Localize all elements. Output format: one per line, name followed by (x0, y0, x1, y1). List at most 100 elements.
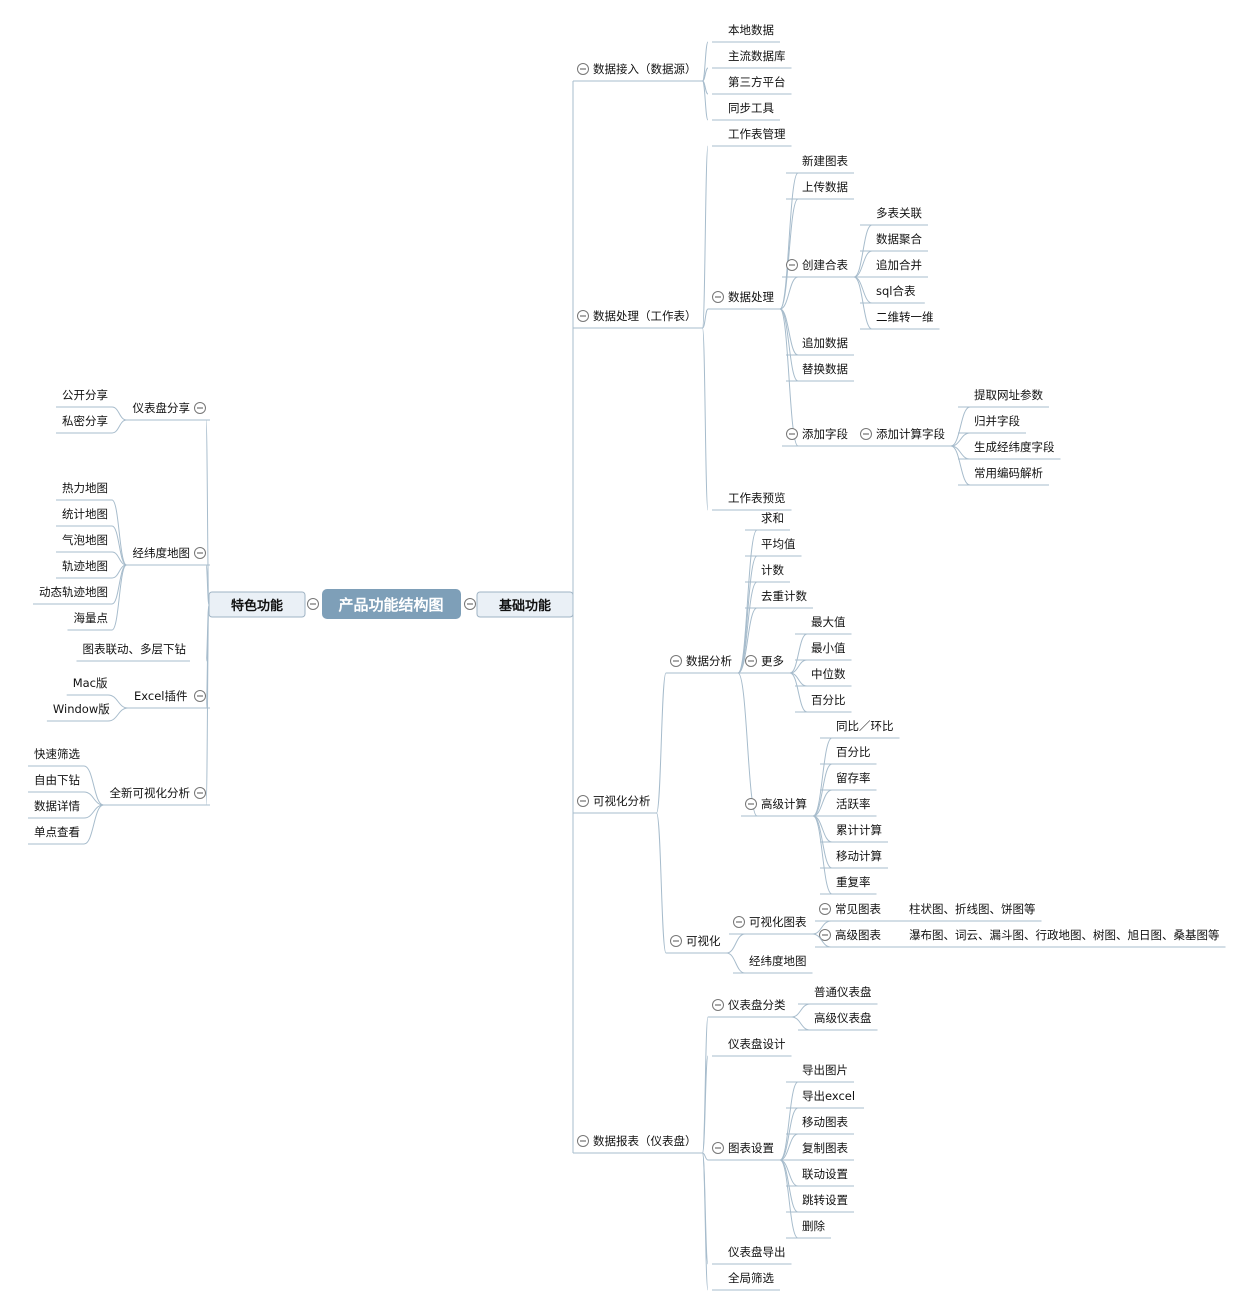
node-label: 同比／环比 (836, 719, 894, 733)
collapse-toggle-icon[interactable] (712, 999, 724, 1011)
node-label: 联动设置 (802, 1167, 848, 1181)
collapse-toggle-icon[interactable] (194, 547, 206, 559)
branch-connector (853, 250, 873, 278)
node-label: 删除 (802, 1219, 825, 1233)
collapse-toggle-icon[interactable] (464, 598, 476, 610)
node-label: 导出图片 (802, 1063, 848, 1077)
collapse-toggle-icon[interactable] (860, 428, 872, 440)
node-label: 普通仪表盘 (814, 985, 872, 999)
node-label: 归并字段 (974, 414, 1020, 428)
node-label: 中位数 (811, 667, 846, 681)
collapse-toggle-icon[interactable] (307, 598, 319, 610)
node-label: 统计地图 (62, 507, 108, 521)
advanced-calc-label: 高级计算 (761, 797, 807, 811)
advanced-chart-label: 高级图表 (835, 928, 881, 942)
collapse-toggle-icon[interactable] (712, 1142, 724, 1154)
collapse-toggle-icon[interactable] (670, 935, 682, 947)
root-title: 产品功能结构图 (338, 596, 443, 614)
node-label: 瀑布图、词云、漏斗图、行政地图、树图、旭日图、桑基图等 (909, 928, 1220, 942)
more-label: 更多 (761, 654, 784, 668)
feature-1-label: 经纬度地图 (133, 546, 191, 560)
branch-connector (950, 406, 971, 447)
common-chart-label: 常见图表 (835, 902, 881, 916)
branch-connector (702, 327, 709, 511)
node-label: 仪表盘导出 (728, 1245, 786, 1259)
node-label: 本地数据 (728, 23, 774, 37)
node-label: 复制图表 (802, 1141, 848, 1155)
node-label: 常用编码解析 (974, 466, 1043, 480)
branch-connector (779, 198, 799, 310)
collapse-toggle-icon[interactable] (733, 916, 745, 928)
node-label: 多表关联 (876, 206, 922, 220)
branch-connector (83, 804, 104, 845)
node-label: Mac版 (73, 676, 108, 690)
node-label: Window版 (53, 702, 110, 716)
node-label: 全局筛选 (728, 1271, 774, 1285)
node-label: 高级仪表盘 (814, 1011, 872, 1025)
node-label: 第三方平台 (728, 75, 786, 89)
collapse-toggle-icon[interactable] (819, 903, 831, 915)
node-label: 百分比 (836, 745, 871, 759)
main-branch-base-label: 基础功能 (498, 598, 551, 614)
collapse-toggle-icon[interactable] (819, 929, 831, 941)
node-label: 仪表盘设计 (728, 1037, 786, 1051)
node-label: 数据聚合 (876, 232, 922, 246)
branch-connector (779, 276, 799, 310)
node-label: 追加合并 (876, 258, 922, 272)
branch-connector (812, 815, 833, 895)
branch-connector (83, 765, 104, 806)
branch-connector (950, 445, 971, 486)
collapse-toggle-icon[interactable] (577, 1135, 589, 1147)
add-calc-field-label: 添加计算字段 (876, 427, 945, 441)
collapse-toggle-icon[interactable] (745, 655, 757, 667)
collapse-toggle-icon[interactable] (786, 428, 798, 440)
node-label: 公开分享 (62, 388, 108, 402)
branch-connector (812, 933, 832, 948)
branch-connector (111, 406, 127, 421)
branch-connector (779, 1133, 799, 1161)
branch-connector (111, 525, 127, 566)
feature-4-label: 全新可视化分析 (110, 786, 191, 800)
collapse-toggle-icon[interactable] (194, 690, 206, 702)
branch-connector (791, 1003, 811, 1018)
node-label: 工作表预览 (728, 491, 786, 505)
node-label: 新建图表 (802, 154, 848, 168)
branch-connector (702, 1055, 709, 1154)
visualization-label: 可视化 (686, 934, 721, 948)
branch-connector (779, 172, 799, 310)
node-label: 替换数据 (802, 362, 848, 376)
collapse-toggle-icon[interactable] (786, 259, 798, 271)
node-label: sql合表 (876, 284, 916, 298)
node-label: 海量点 (74, 611, 109, 625)
branch-connector (726, 952, 746, 974)
branch-connector (779, 308, 799, 382)
branch-connector (656, 672, 667, 814)
collapse-toggle-icon[interactable] (577, 63, 589, 75)
branch-3-label: 数据报表（仪表盘） (593, 1134, 697, 1148)
collapse-toggle-icon[interactable] (712, 291, 724, 303)
branch-connector (812, 815, 833, 843)
branch-connector (702, 145, 709, 329)
node-label: 上传数据 (802, 180, 848, 194)
node-label: 留存率 (836, 771, 871, 785)
branch-connector (812, 920, 832, 935)
root-node[interactable] (322, 589, 461, 619)
node-label: 气泡地图 (62, 533, 108, 547)
collapse-toggle-icon[interactable] (745, 798, 757, 810)
node-label: 平均值 (761, 537, 796, 551)
branch-connector (737, 581, 758, 674)
branch-connector (702, 308, 709, 329)
node-label: 跳转设置 (802, 1193, 848, 1207)
collapse-toggle-icon[interactable] (577, 795, 589, 807)
node-label: 动态轨迹地图 (39, 585, 108, 599)
branch-connector (111, 499, 127, 566)
branch-connector (107, 707, 129, 722)
branch-connector (702, 1152, 709, 1161)
node-label: 去重计数 (761, 589, 807, 603)
collapse-toggle-icon[interactable] (194, 787, 206, 799)
collapse-toggle-icon[interactable] (577, 310, 589, 322)
node-label: 活跃率 (836, 797, 871, 811)
node-label: 数据详情 (34, 799, 80, 813)
collapse-toggle-icon[interactable] (670, 655, 682, 667)
collapse-toggle-icon[interactable] (194, 402, 206, 414)
